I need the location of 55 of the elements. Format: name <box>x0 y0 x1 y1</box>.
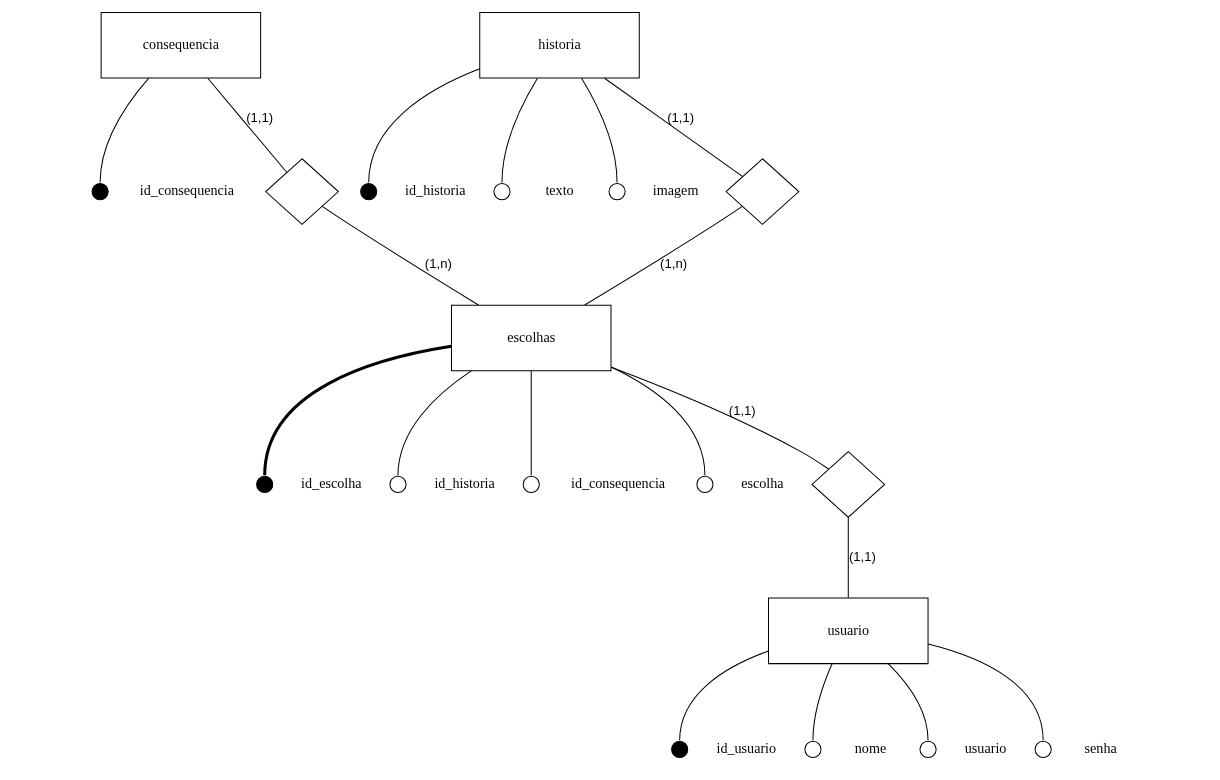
node-box: escolhas <box>450 304 612 372</box>
node-label: texto <box>545 182 574 199</box>
connector <box>321 205 479 306</box>
connector <box>887 663 929 741</box>
connector <box>397 370 472 476</box>
edge-label: (1,1) <box>667 109 695 125</box>
connector <box>99 77 150 183</box>
node-circle <box>256 475 274 493</box>
node-circle <box>804 740 822 759</box>
edge-label: (1,n) <box>660 256 688 272</box>
node-label: id_usuario <box>716 740 777 757</box>
node-box: usuario <box>768 597 929 665</box>
node-circle <box>671 740 689 759</box>
node-circle <box>389 475 407 493</box>
connector <box>530 370 532 476</box>
connector <box>207 77 288 173</box>
connector <box>368 68 481 183</box>
node-label: id_escolha <box>301 475 362 492</box>
node-circle <box>919 740 937 759</box>
node-label: id_consequencia <box>139 182 235 199</box>
node-circle <box>493 183 511 201</box>
node-box: historia <box>479 11 640 79</box>
node-label: nome <box>854 740 887 757</box>
node-label: usuario <box>964 740 1007 757</box>
node-circle <box>91 183 109 201</box>
connector <box>604 77 744 178</box>
node-label: imagem <box>652 182 699 199</box>
connector <box>263 344 452 476</box>
node-circle <box>522 475 540 493</box>
connector <box>679 650 769 741</box>
node-label: senha <box>1084 740 1117 757</box>
node-diamond <box>725 158 800 226</box>
connector <box>501 77 538 183</box>
edge-label: (1,1) <box>728 402 756 418</box>
node-box: consequencia <box>100 11 262 79</box>
node-circle <box>696 475 714 493</box>
node-label: escolha <box>741 475 784 492</box>
node-diamond <box>811 450 886 518</box>
node-label: id_consequencia <box>571 475 666 492</box>
node-circle <box>608 183 626 201</box>
node-diamond <box>264 158 340 226</box>
node-label: id_historia <box>434 475 495 492</box>
connector <box>812 663 833 741</box>
edge-label: (1,1) <box>848 549 876 565</box>
edge-label: (1,1) <box>246 109 274 125</box>
connector <box>847 516 849 599</box>
node-label: id_historia <box>405 182 466 199</box>
connector <box>610 366 829 470</box>
connector <box>610 366 706 476</box>
node-circle <box>360 183 378 201</box>
edge-label: (1,n) <box>424 256 452 272</box>
connector <box>584 205 743 306</box>
node-circle <box>1034 740 1052 759</box>
connector <box>581 77 618 183</box>
connector <box>927 643 1044 741</box>
